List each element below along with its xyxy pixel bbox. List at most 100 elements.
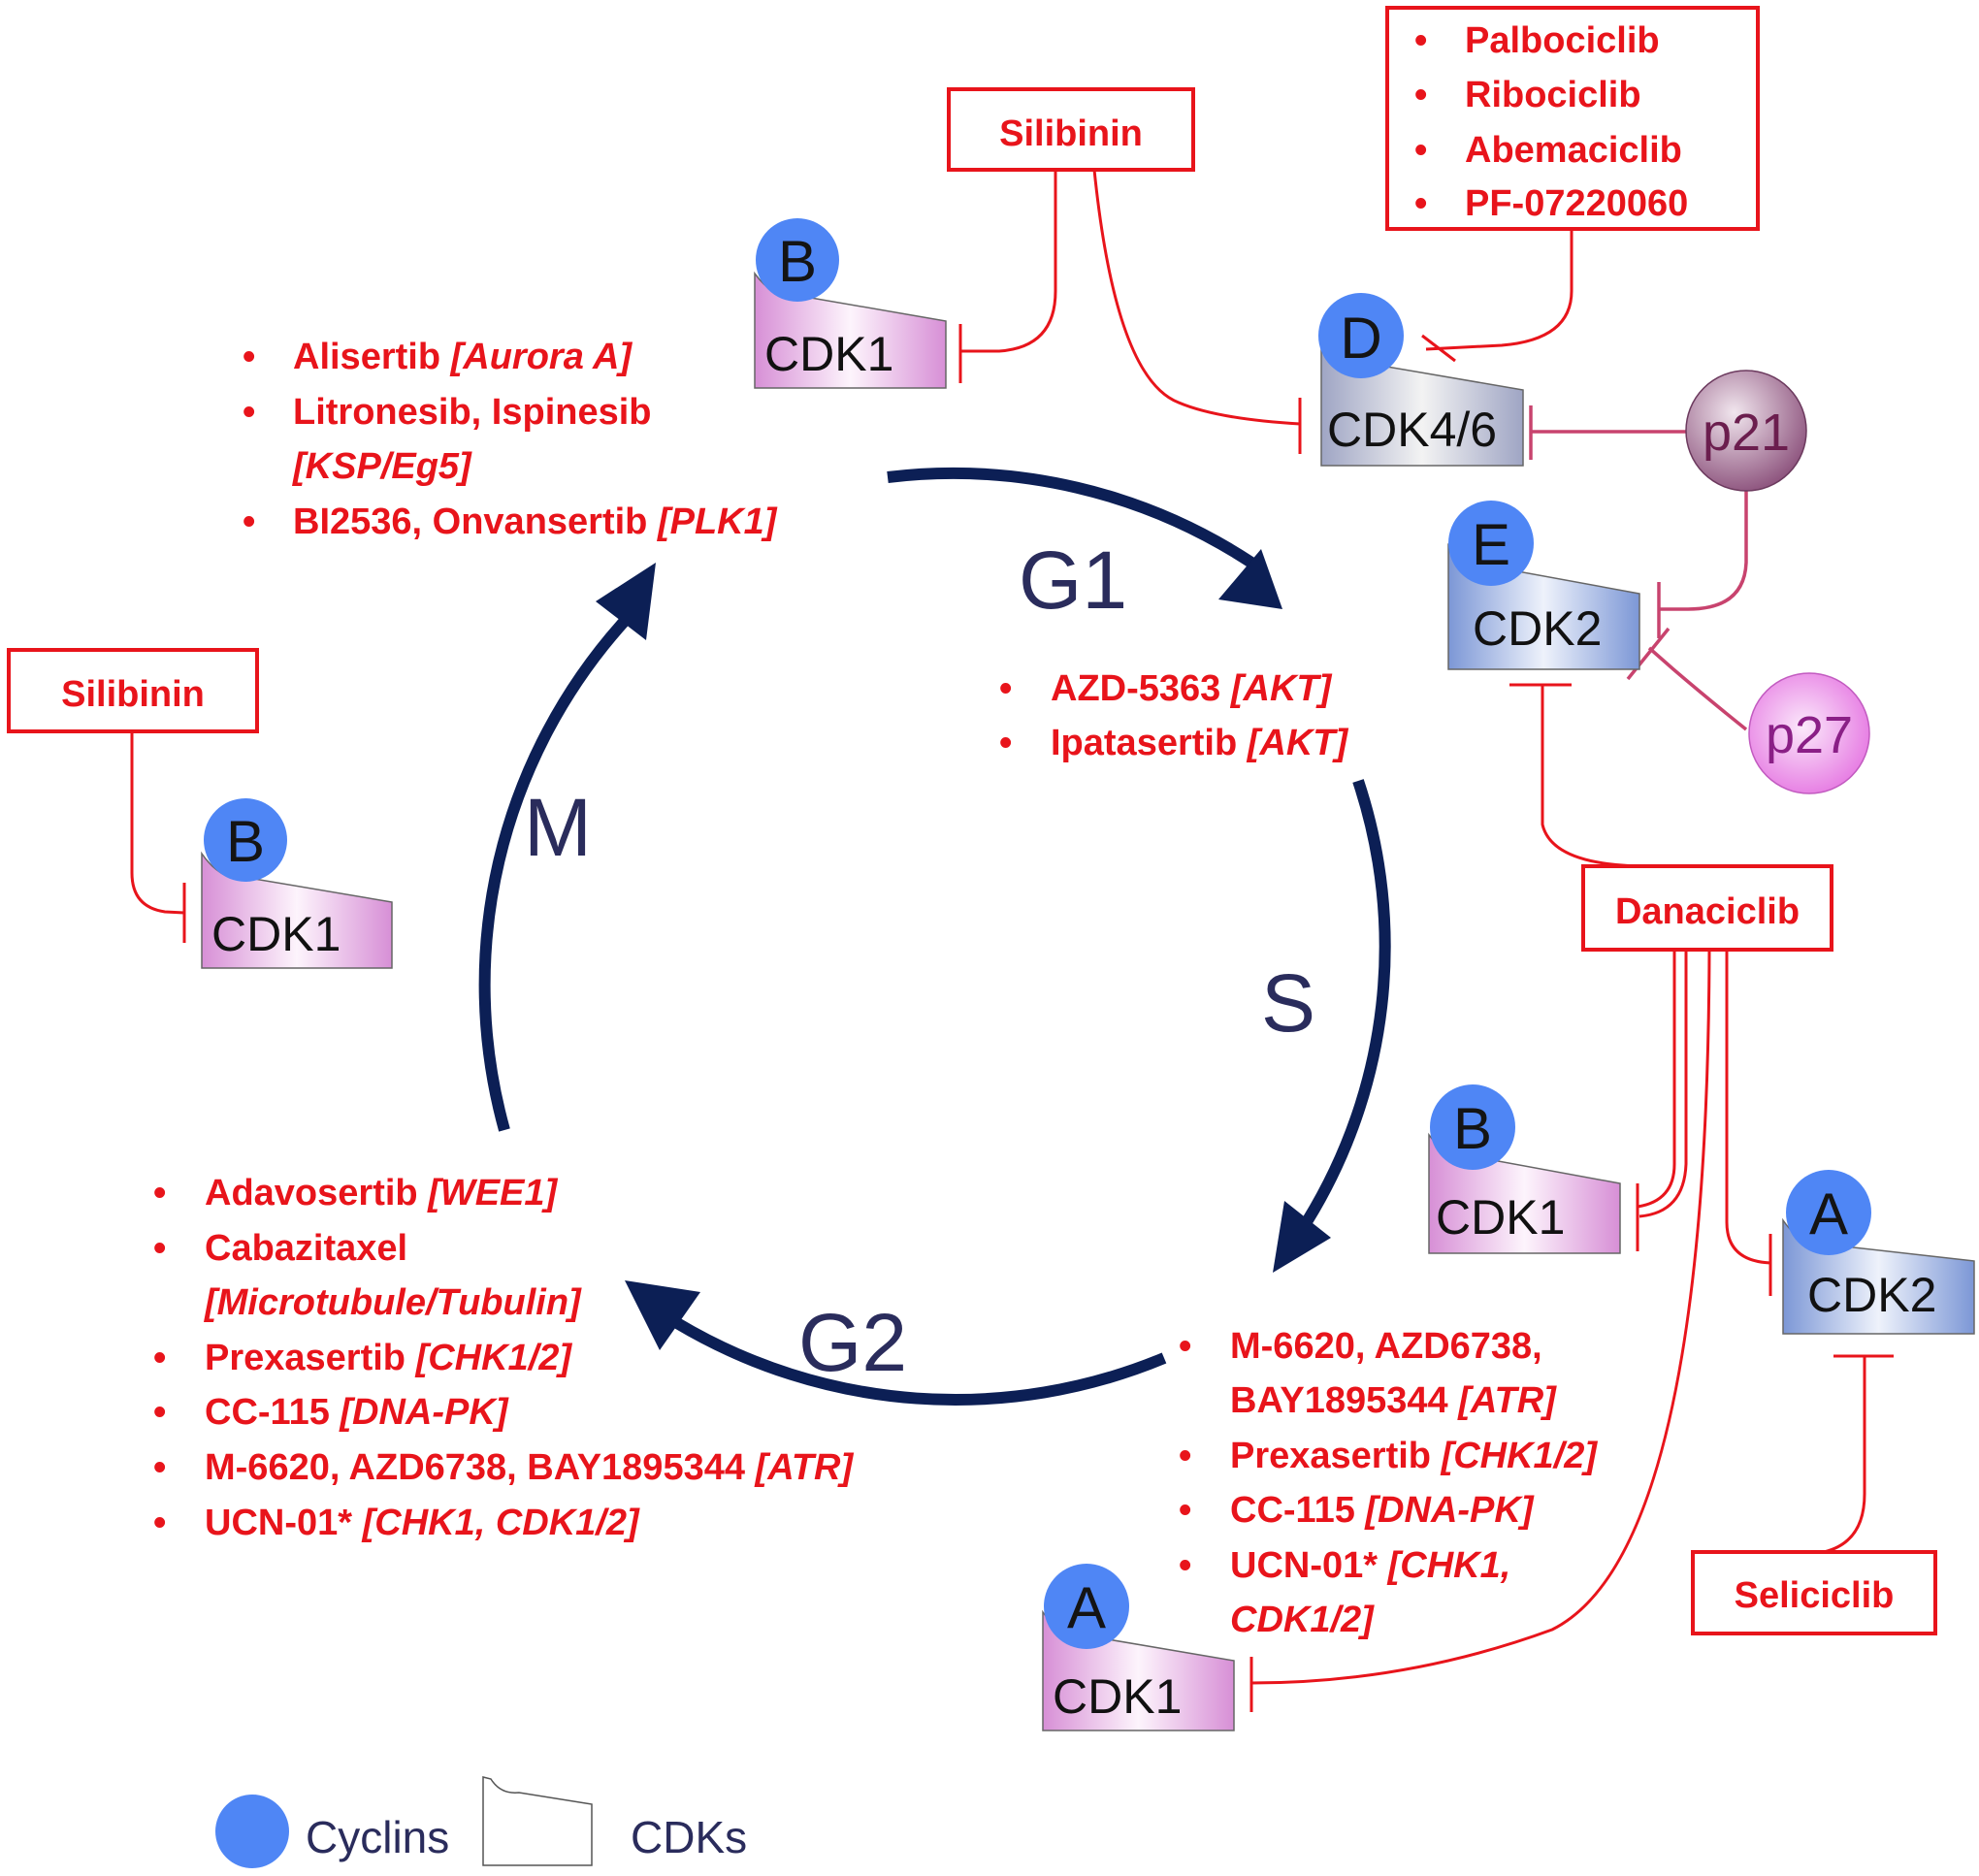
inhibition-danaciclib-cdk1-a [1250,949,1711,1685]
p27-label: p27 [1766,706,1853,764]
cyclin-circle [1786,1170,1871,1255]
g1-phase-drug-list: • AZD-5363 [AKT] • Ipatasertib [AKT] [999,668,1348,763]
complex-cyclin-b-cdk1-right: B CDK1 [1428,1084,1621,1254]
p21-circle [1685,370,1807,492]
cdk-label: CDK1 [764,327,893,381]
inhibition-bar [1626,627,1671,681]
inhibition-p21-cdk2 [1659,485,1748,611]
inhibition-p27-cdk2 [1647,646,1748,731]
cdk-label: CDK2 [1473,601,1602,656]
cyclin-circle [756,218,839,302]
cyclin-circle [1448,501,1534,586]
cyclin-circle [1430,1084,1515,1170]
list-item: BAY1895344 [ATR] [1230,1380,1557,1421]
cyclin-label: D [1340,306,1381,371]
list-item: Litronesib, Ispinesib [293,392,652,433]
list-item: Adavosertib [WEE1] [205,1173,559,1213]
danaciclib-label: Danaciclib [1615,891,1800,932]
list-bullet: • [1179,1490,1191,1531]
complex-cyclin-b-cdk1-left: B CDK1 [201,798,393,969]
complex-cyclin-e-cdk2: E CDK2 [1447,501,1640,670]
cyclin-label: B [1453,1096,1492,1161]
silibinin-left-label: Silibinin [61,674,205,715]
p27-node: p27 [1748,672,1870,794]
cyclin-label: A [1809,1181,1848,1246]
m-phase-drug-list: • Alisertib [Aurora A] • Litronesib, Isp… [243,337,778,542]
inhibition-danaciclib-cdk2-a [1725,950,1771,1265]
list-item: CDK1/2] [1230,1600,1375,1640]
cdk-label: CDK4/6 [1327,403,1497,457]
p21-node: p21 [1685,370,1807,492]
silibinin-top-box: Silibinin [947,87,1195,172]
box-drug-pf07220060: PF-07220060 [1465,183,1688,224]
list-bullet: • [1414,130,1427,171]
list-bullet: • [153,1228,166,1269]
list-bullet: • [153,1173,166,1213]
list-bullet: • [999,668,1012,709]
cyclin-circle [204,798,287,882]
silibinin-left-box: Silibinin [7,648,259,733]
inhibition-danaciclib-cdk2-e [1541,685,1650,868]
phase-label-s: S [1261,957,1315,1049]
complex-cyclin-a-cdk1-bottom: A CDK1 [1042,1564,1235,1731]
list-bullet: • [153,1392,166,1433]
legend-cdk-icon [482,1776,593,1866]
list-item: CC-115 [DNA-PK] [205,1392,509,1433]
p21-label: p21 [1703,404,1790,462]
cycle-arrow-m [478,563,656,1132]
list-bullet: • [243,392,255,433]
phase-label-g2: G2 [798,1297,907,1388]
legend-cyclins-label: Cyclins [306,1812,449,1862]
cdk-label: CDK1 [1436,1190,1565,1245]
legend: Cyclins CDKs [215,1776,747,1868]
s-phase-drug-list: • M-6620, AZD6738, BAY1895344 [ATR] • Pr… [1179,1326,1598,1640]
list-bullet: • [1414,75,1427,115]
legend-cyclin-icon [215,1795,289,1868]
list-item: [KSP/Eg5] [292,446,472,487]
list-bullet: • [243,501,255,542]
list-item: [Microtubule/Tubulin] [204,1282,582,1323]
cdk46-drug-box: • Palbociclib • Ribociclib • Abemaciclib… [1385,6,1760,231]
list-bullet: • [243,337,255,377]
legend-cdks-label: CDKs [631,1812,747,1862]
cycle-arrow-g2 [625,1280,1167,1406]
list-bullet: • [999,723,1012,763]
list-bullet: • [153,1338,166,1378]
cyclin-label: B [226,809,265,874]
list-bullet: • [1414,20,1427,61]
cycle-arrow-g1 [887,467,1282,609]
complex-cyclin-a-cdk2: A CDK2 [1782,1170,1975,1335]
cyclin-circle [1318,293,1404,378]
cyclin-label: B [778,229,817,294]
list-bullet: • [153,1503,166,1543]
inhibition-danaciclib-cdk1-b-line [1638,980,1688,1218]
list-item: Alisertib [Aurora A] [293,337,633,377]
list-bullet: • [1414,183,1427,224]
p27-circle [1748,672,1870,794]
g2-phase-drug-list: • Adavosertib [WEE1] • Cabazitaxel [Micr… [153,1173,854,1543]
list-item: CC-115 [DNA-PK] [1230,1490,1535,1531]
inhibition-silibinin-cdk1 [960,170,1057,353]
list-item: Prexasertib [CHK1/2] [1230,1436,1598,1476]
phase-label-g1: G1 [1019,534,1127,626]
list-bullet: • [1179,1545,1191,1586]
list-item: Prexasertib [CHK1/2] [205,1338,572,1378]
box-drug-palbociclib: Palbociclib [1465,20,1660,61]
list-item: Ipatasertib [AKT] [1051,723,1348,763]
box-drug-abemaciclib: Abemaciclib [1465,130,1682,171]
cyclin-label: E [1472,512,1510,577]
list-item: UCN-01* [CHK1, [1230,1545,1510,1586]
cdk-label: CDK1 [211,907,341,961]
list-bullet: • [153,1447,166,1488]
danaciclib-box: Danaciclib [1581,864,1833,952]
complex-cyclin-b-cdk1-top: B CDK1 [754,218,947,389]
inhibition-danaciclib-cdk1-b-line2 [1637,950,1676,1209]
inhibition-seliciclib-cdk2-a [1823,1356,1866,1554]
list-item: UCN-01* [CHK1, CDK1/2] [205,1503,640,1543]
seliciclib-label: Seliciclib [1735,1575,1895,1616]
cdk-label: CDK2 [1807,1268,1936,1322]
seliciclib-box: Seliciclib [1691,1550,1937,1635]
list-item: Cabazitaxel [205,1228,407,1269]
cyclin-label: A [1067,1575,1106,1640]
